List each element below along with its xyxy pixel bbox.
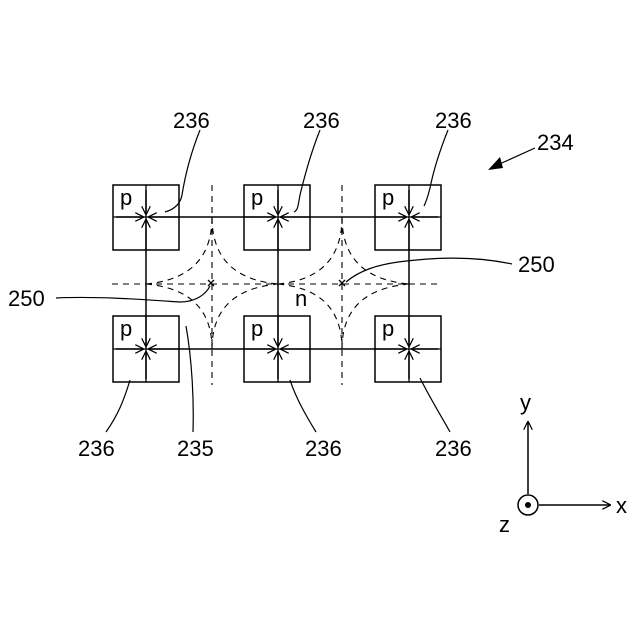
x-marks <box>208 280 345 286</box>
z-axis-label: z <box>499 512 510 537</box>
label-236: 236 <box>435 436 472 461</box>
leader-250 <box>346 258 512 282</box>
label-236: 236 <box>78 436 115 461</box>
label-236: 236 <box>173 108 210 133</box>
dashed-boundaries <box>112 185 440 385</box>
p-label: p <box>251 316 263 341</box>
x-mark <box>208 280 214 286</box>
label-250: 250 <box>518 252 555 277</box>
p-label: p <box>382 185 394 210</box>
label-236: 236 <box>303 108 340 133</box>
z-axis-dot <box>525 502 531 508</box>
leader-lines <box>56 130 535 432</box>
y-axis-label: y <box>520 390 531 415</box>
label-234: 234 <box>537 130 574 155</box>
p-label: p <box>120 185 132 210</box>
p-label: p <box>251 185 263 210</box>
label-236: 236 <box>435 108 472 133</box>
leader-236 <box>294 130 320 212</box>
coordinate-axes: y x z <box>499 390 627 537</box>
leader-250 <box>56 286 210 302</box>
charge-labels: p p p p p p n <box>120 185 394 341</box>
leader-235 <box>186 326 193 432</box>
leader-236 <box>420 378 450 432</box>
p-label: p <box>120 316 132 341</box>
label-235: 235 <box>177 436 214 461</box>
leader-236 <box>290 380 316 432</box>
leader-236 <box>424 130 448 206</box>
leader-236 <box>106 380 130 432</box>
leader-236 <box>165 130 200 212</box>
p-label: p <box>382 316 394 341</box>
n-label: n <box>295 286 307 311</box>
x-axis-label: x <box>616 493 627 518</box>
label-250: 250 <box>8 286 45 311</box>
leader-234-arrowhead <box>488 157 503 170</box>
label-236: 236 <box>305 436 342 461</box>
